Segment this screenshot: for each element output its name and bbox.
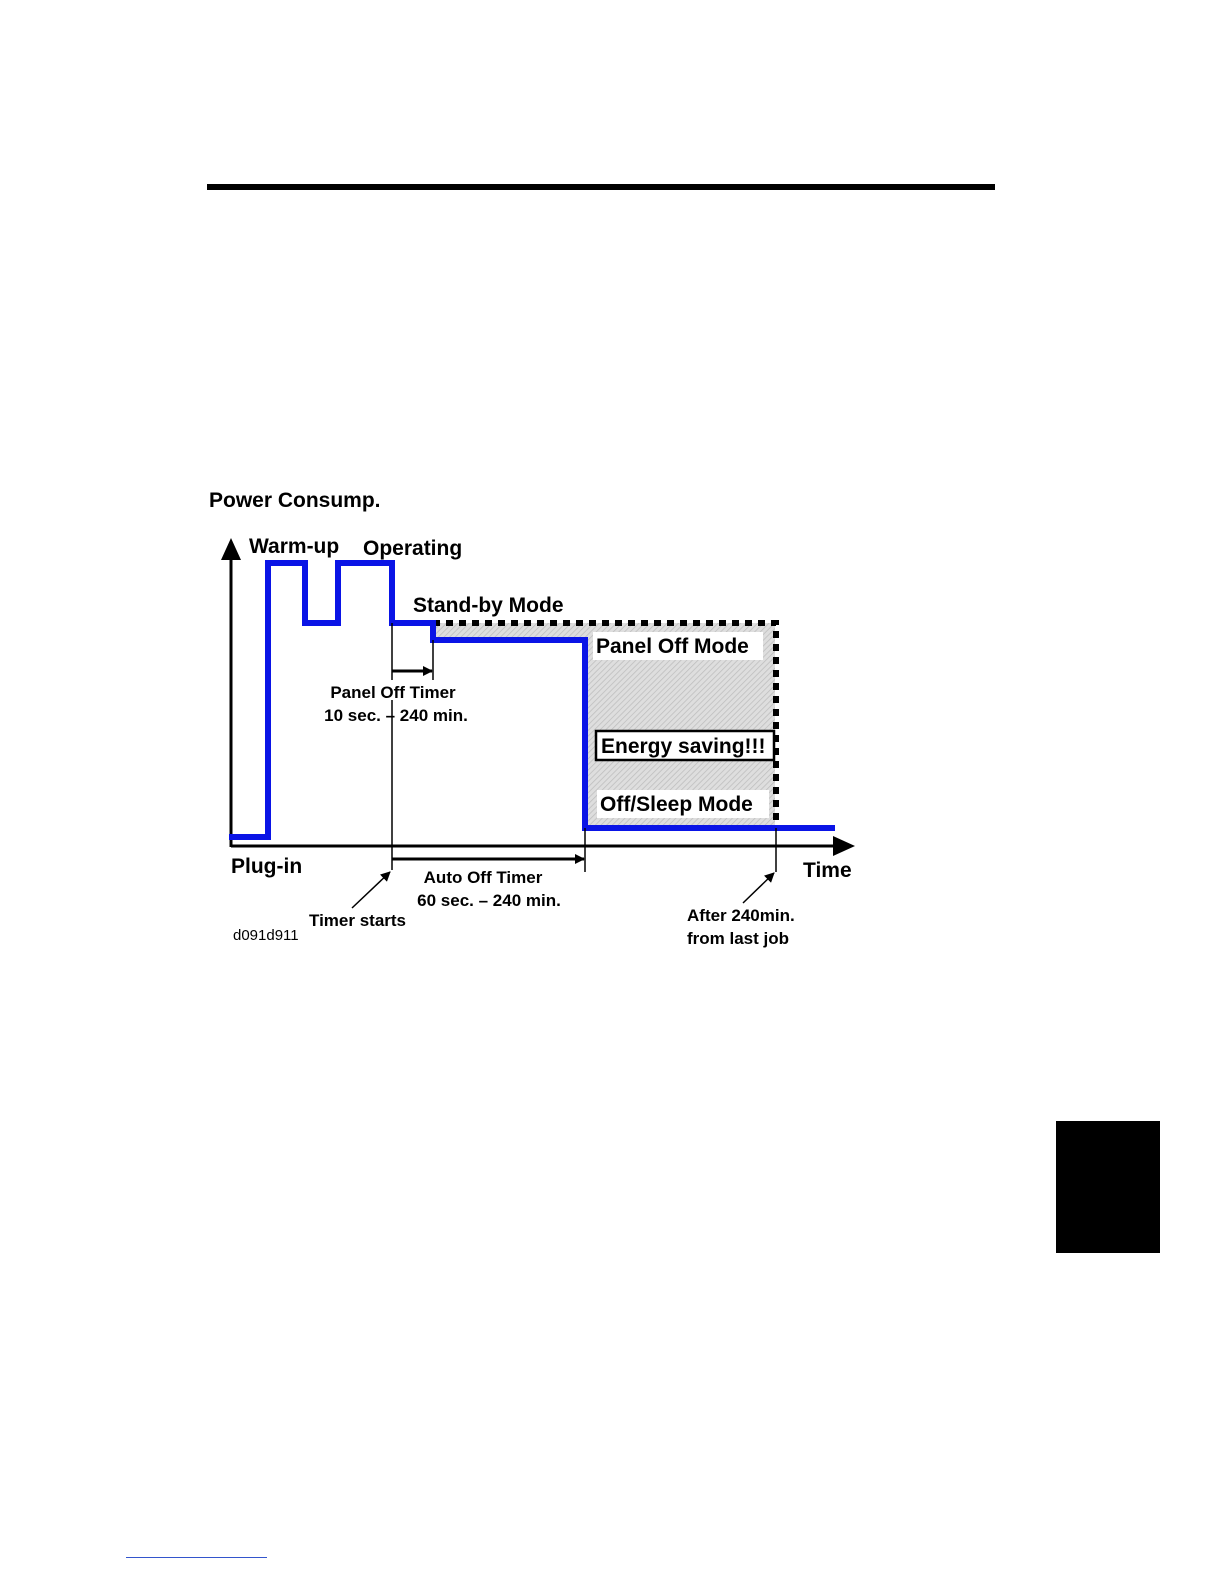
y-axis-arrow: [221, 538, 241, 560]
y-axis-label: Power Consump.: [209, 489, 381, 512]
timer-starts-pointer: [352, 872, 390, 908]
standby-gap-cover: [433, 641, 585, 828]
panel-off-label: Panel Off Mode: [596, 635, 749, 658]
footer-link-underline[interactable]: [126, 1557, 267, 1558]
figure-id: d091d911: [233, 927, 299, 944]
energy-saving-label: Energy saving!!!: [601, 735, 766, 758]
panel-off-timer-range: 10 sec. – 240 min.: [324, 706, 468, 725]
operating-label: Operating: [363, 537, 462, 560]
after-note-line2: from last job: [687, 929, 789, 948]
standby-label: Stand-by Mode: [413, 594, 564, 617]
origin-label: Plug-in: [231, 855, 302, 878]
x-axis-arrow: [833, 836, 855, 856]
after-note-line1: After 240min.: [687, 906, 795, 925]
after-240-pointer: [743, 873, 774, 903]
warm-up-label: Warm-up: [249, 535, 339, 558]
timer-starts-label: Timer starts: [309, 911, 406, 930]
auto-off-timer-range: 60 sec. – 240 min.: [417, 891, 561, 910]
auto-off-timer-label: Auto Off Timer: [424, 868, 543, 887]
x-axis-label: Time: [803, 859, 852, 882]
panel-off-timer-label: Panel Off Timer: [330, 683, 456, 702]
section-tab: [1056, 1121, 1160, 1253]
off-sleep-label: Off/Sleep Mode: [600, 793, 753, 816]
